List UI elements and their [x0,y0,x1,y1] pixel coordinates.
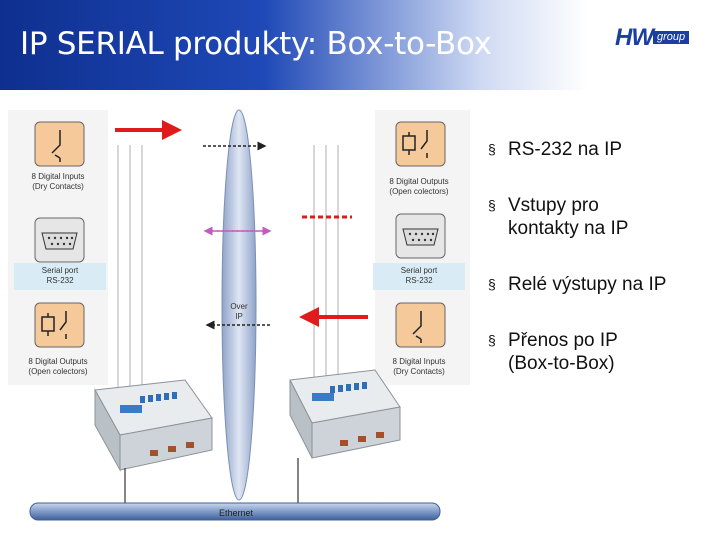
bullet-text: Vstupy pro kontakty na IP [508,195,629,239]
bullet-item: § Relé výstupy na IP [488,273,720,296]
diagram-graphics [8,109,470,521]
dry-contact-input-icon [34,121,85,167]
serial-port-icon-left [34,217,85,263]
hw-group-logo: HW group [615,24,705,51]
bullet-marker: § [488,332,496,348]
bullet-text: RS-232 na IP [508,139,623,160]
serial-label-bg-right [373,263,465,290]
relay-output-icon-left [34,302,85,348]
label-right-outputs: 8 Digital Outputs (Open colectors) [389,177,449,196]
over-ip-ellipse [221,109,257,501]
bullet-text: Relé výstupy na IP [508,274,667,295]
relay-output-icon-right [395,121,446,167]
serial-port-icon-right [395,213,446,259]
label-left-serial: Serial port RS-232 [41,266,79,285]
label-right-serial: Serial port RS-232 [400,266,438,285]
dry-contact-input-icon-right [395,302,446,348]
bullet-text: Přenos po IP (Box-to-Box) [508,330,618,374]
over-ip-label: Over IP [230,302,248,321]
box-to-box-diagram: 8 Digital Inputs (Dry Contacts) Serial p… [0,100,470,540]
logo-main-text: HW [615,24,654,51]
label-left-inputs: 8 Digital Inputs (Dry Contacts) [31,172,85,191]
slide-header: IP SERIAL produkty: Box-to-Box HW group [0,0,720,94]
io-device-right [289,369,401,459]
io-device-left [94,379,213,472]
bullet-marker: § [488,197,496,213]
label-right-inputs: 8 Digital Inputs (Dry Contacts) [392,357,446,376]
label-left-outputs: 8 Digital Outputs (Open colectors) [28,357,88,376]
bullet-marker: § [488,276,496,292]
slide-title: IP SERIAL produkty: Box-to-Box [20,26,492,62]
bullet-item: § Vstupy pro kontakty na IP [488,194,720,240]
title-bar: IP SERIAL produkty: Box-to-Box [0,0,588,90]
feature-bullet-list: § RS-232 na IP § Vstupy pro kontakty na IP… [488,138,720,408]
bullet-item: § RS-232 na IP [488,138,720,161]
connector-lines [117,145,339,410]
ethernet-label: Ethernet [218,508,254,518]
bullet-marker: § [488,141,496,157]
ethernet-bus [29,502,441,521]
bullet-item: § Přenos po IP (Box-to-Box) [488,329,720,375]
logo-sub-text: group [653,31,690,44]
serial-label-bg-left [14,263,106,290]
